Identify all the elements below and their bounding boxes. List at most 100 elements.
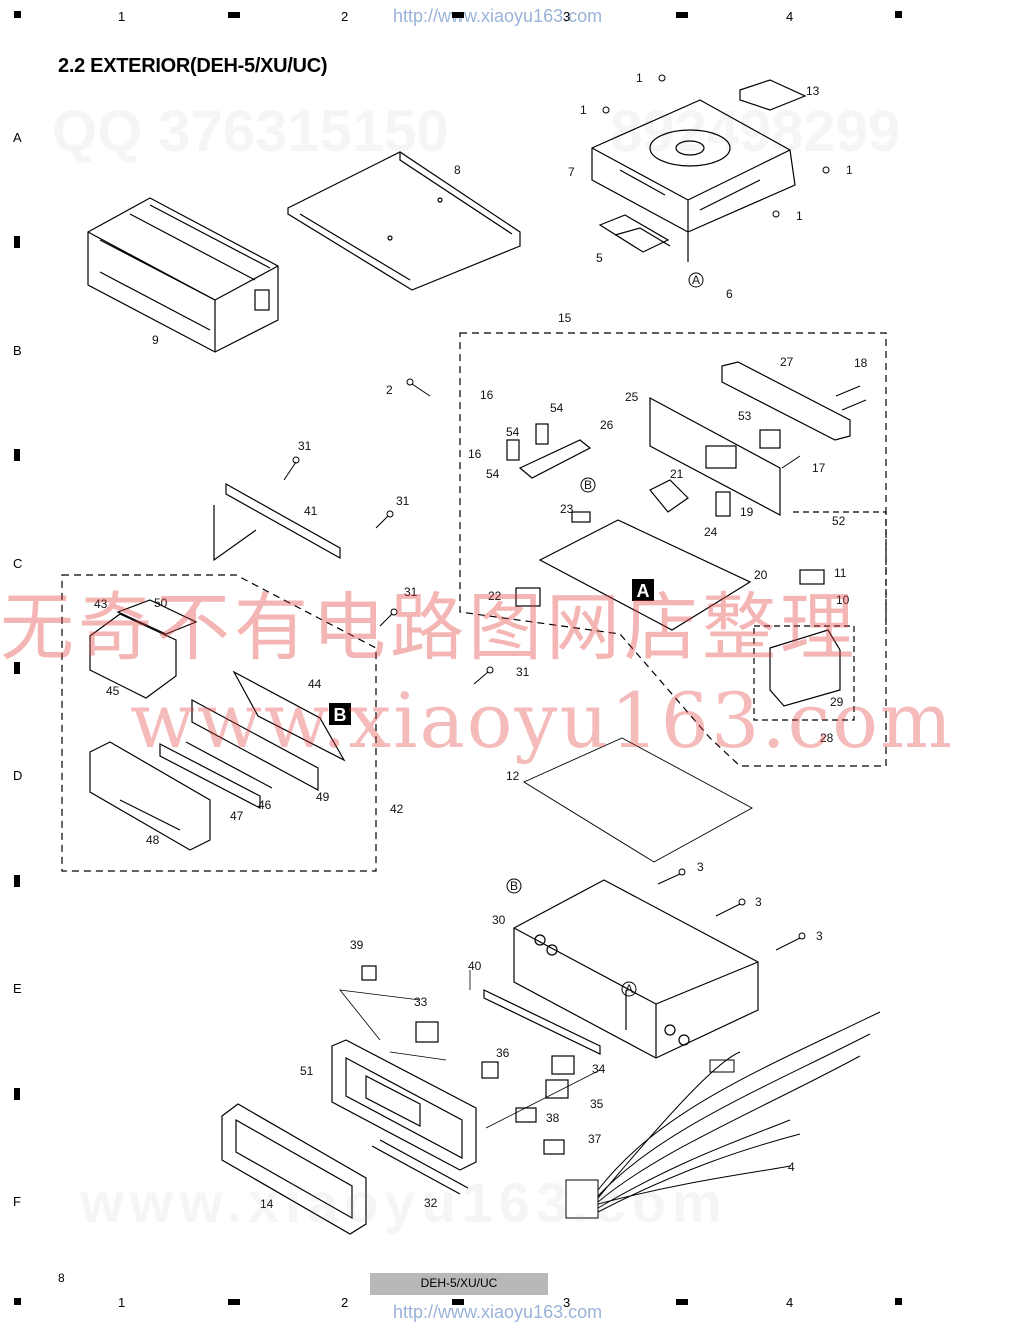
callout-34-42: 34: [592, 1062, 606, 1076]
callout-52-60: 52: [832, 514, 846, 528]
row-marker-d: D: [13, 768, 23, 783]
callout-1-0: 1: [636, 71, 643, 85]
section-label-a: A: [637, 581, 650, 601]
ref-mark-a-bottom: A: [625, 982, 633, 996]
callout-53-61: 53: [738, 409, 752, 423]
url-top[interactable]: http://www.xiaoyu163.com: [393, 6, 603, 26]
callout-42-50: 42: [390, 802, 404, 816]
callout-1-1: 1: [580, 103, 587, 117]
callout-12-16: 12: [506, 769, 520, 783]
callout-10-14: 10: [836, 593, 850, 607]
page-title: 2.2 EXTERIOR(DEH-5/XU/UC): [58, 55, 328, 77]
url-bottom[interactable]: http://www.xiaoyu163.com: [393, 1302, 603, 1322]
callout-26-31: 26: [600, 418, 614, 432]
part-bezel-14: [221, 1103, 367, 1235]
part-cable-5: [598, 214, 671, 253]
section-label-a-box: A: [632, 579, 654, 601]
row-marker-a: A: [13, 130, 22, 145]
part-harness-4: [565, 1011, 881, 1219]
group-box-42: [61, 574, 377, 872]
callout-40-48: 40: [468, 959, 482, 973]
ref-mark-a-top: A: [692, 273, 700, 287]
group-box-28: [753, 625, 855, 721]
callout-44-52: 44: [308, 677, 322, 691]
callout-11-15: 11: [834, 566, 847, 580]
callout-14-18: 14: [260, 1197, 274, 1211]
callout-31-38: 31: [404, 585, 418, 599]
callout-4-8: 4: [788, 1160, 795, 1174]
callout-17-22: 17: [812, 461, 826, 475]
callout-54-62: 54: [550, 401, 564, 415]
callout-31-37: 31: [396, 494, 410, 508]
watermark-qq-left: QQ 376315150: [52, 99, 449, 164]
col-marker-4: 4: [786, 9, 794, 24]
part-board-25: [649, 396, 781, 516]
callout-48-56: 48: [146, 833, 160, 847]
part-cover-8: [287, 151, 521, 291]
callout-3-7: 3: [816, 929, 823, 943]
part-cd-mechanism-7: [591, 79, 807, 262]
col-marker-2: 2: [341, 9, 349, 24]
callout-9-13: 9: [152, 333, 159, 347]
callout-13-17: 13: [806, 84, 820, 98]
col-marker-3: 3: [563, 9, 571, 24]
part-53-connector: [705, 445, 737, 469]
callout-25-30: 25: [625, 390, 639, 404]
callout-16-20: 16: [480, 388, 494, 402]
callout-54-64: 54: [486, 467, 500, 481]
col-marker-bottom-1: 1: [118, 1295, 126, 1310]
callout-38-46: 38: [546, 1111, 560, 1125]
callout-39-47: 39: [350, 938, 364, 952]
part-41: [225, 482, 341, 560]
section-label-b-box: B: [329, 703, 351, 725]
section-a-pcb: [538, 519, 752, 631]
part-12: [523, 737, 753, 863]
col-marker-1: 1: [118, 9, 126, 24]
callout-7-11: 7: [568, 165, 575, 179]
part-front-panel-51: [331, 1039, 477, 1171]
part-40: [483, 989, 601, 1055]
part-chassis-30: [513, 879, 759, 1059]
callout-47-55: 47: [230, 809, 244, 823]
callout-31-39: 31: [516, 665, 530, 679]
row-marker-e: E: [13, 981, 22, 996]
callout-37-45: 37: [588, 1132, 602, 1146]
col-marker-bottom-4: 4: [786, 1295, 794, 1310]
ref-mark-b-bottom: B: [510, 879, 518, 893]
callout-30-35: 30: [492, 913, 506, 927]
callout-32-40: 32: [424, 1196, 438, 1210]
callout-46-54: 46: [258, 798, 272, 812]
group-box-15: [459, 332, 887, 767]
part-50: [116, 599, 198, 635]
watermark-faint-www: www.xiaoyu163.com: [80, 1171, 728, 1234]
row-marker-c: C: [13, 556, 23, 571]
callout-19-24: 19: [740, 505, 754, 519]
callout-22-27: 22: [488, 589, 502, 603]
footer-model-code: DEH-5/XU/UC: [420, 1276, 498, 1290]
section-label-b: B: [334, 705, 347, 725]
part-47: [159, 743, 261, 809]
part-bracket-26: [518, 439, 592, 479]
callout-29-34: 29: [830, 695, 844, 709]
callout-33-41: 33: [414, 995, 428, 1009]
callout-54-63: 54: [506, 425, 520, 439]
callout-18-23: 18: [854, 356, 868, 370]
part-45: [89, 613, 177, 699]
callout-1-2: 1: [846, 163, 853, 177]
callout-3-6: 3: [755, 895, 762, 909]
watermark-site: www.xiaoyu163.com: [130, 676, 955, 765]
section-b-board: [232, 670, 346, 762]
callout-1-3: 1: [796, 209, 803, 223]
callout-5-9: 5: [596, 251, 603, 265]
callout-labels: 1 1 1 1 2 3 3 3 4 5 6 7 8 9 10 11 12 13 …: [94, 71, 868, 1211]
callout-35-43: 35: [590, 1097, 604, 1111]
callout-23-28: 23: [560, 502, 574, 516]
part-49: [191, 698, 319, 792]
callout-51-59: 51: [300, 1064, 314, 1078]
callout-24-29: 24: [704, 525, 718, 539]
page-number: 8: [58, 1271, 65, 1285]
callout-20-25: 20: [754, 568, 768, 582]
col-marker-bottom-3: 3: [563, 1295, 571, 1310]
callout-36-44: 36: [496, 1046, 510, 1060]
callout-50-58: 50: [154, 596, 168, 610]
